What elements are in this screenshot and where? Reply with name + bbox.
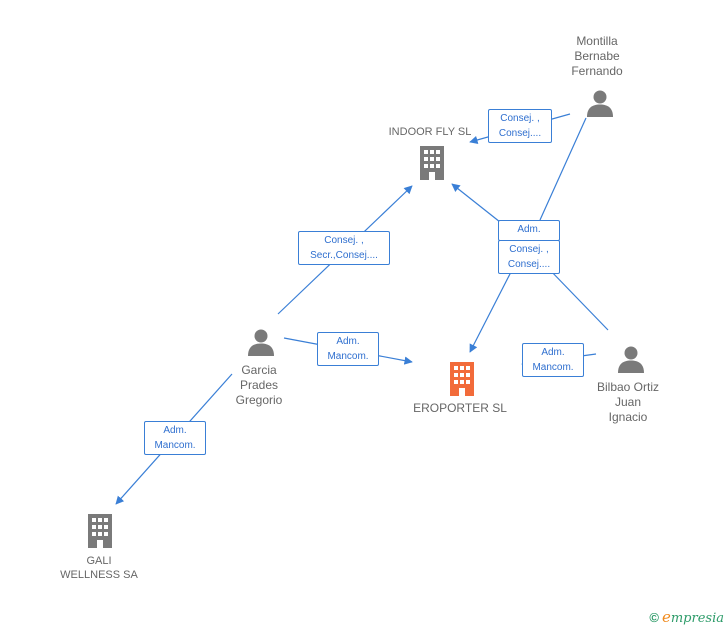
label-line: Consej.... xyxy=(507,259,551,270)
label-line: INDOOR FLY SL xyxy=(388,126,472,138)
label-line: WELLNESS SA xyxy=(60,569,138,581)
label-line: Secr.,Consej.... xyxy=(310,250,378,261)
building-icon-gali[interactable] xyxy=(86,514,114,548)
label-line: Mancom. xyxy=(154,440,196,451)
label-line: Adm. xyxy=(336,336,360,347)
edge-label-garcia-eroporter[interactable]: Adm. Mancom. xyxy=(317,332,379,366)
edge-label-garcia-gali[interactable]: Adm. Mancom. xyxy=(144,421,206,455)
edge-label-bilbao-eroporter[interactable]: Adm. Mancom. xyxy=(522,343,584,377)
copyright-symbol: © xyxy=(649,610,659,625)
label-line: Bernabe xyxy=(574,49,620,63)
edge-bilbao-indoor-upper xyxy=(451,183,501,223)
label-line: GALI xyxy=(86,555,112,567)
empresia-watermark: ©empresia xyxy=(649,608,724,626)
label-line: Fernando xyxy=(571,64,623,78)
label-line: Consej.... xyxy=(498,128,542,139)
edge-label-montilla-indoor[interactable]: Consej. , Consej.... xyxy=(488,109,552,143)
label-line: Consej. , xyxy=(509,244,549,255)
brand-name: mpresia xyxy=(670,611,724,626)
edge-label-garcia-indoor[interactable]: Consej. , Secr.,Consej.... xyxy=(298,231,390,265)
label-line: Juan xyxy=(614,395,642,409)
label-line: Mancom. xyxy=(532,362,574,373)
label-line: Garcia xyxy=(241,363,277,377)
brand-initial: e xyxy=(661,608,671,626)
label-line: Gregorio xyxy=(235,393,283,407)
person-icon-montilla[interactable] xyxy=(585,88,615,118)
label-line: Mancom. xyxy=(327,351,369,362)
label-line: Montilla xyxy=(576,34,618,48)
label-line: Consej. , xyxy=(324,235,364,246)
label-line: Adm. xyxy=(541,347,565,358)
building-icon-eroporter[interactable] xyxy=(448,362,476,396)
node-label-gali[interactable]: GALI WELLNESS SA xyxy=(49,554,149,582)
building-icon-indoor[interactable] xyxy=(418,146,446,180)
node-label-eroporter[interactable]: EROPORTER SL xyxy=(400,401,520,416)
label-line: Prades xyxy=(239,378,279,392)
edge-montilla-eroporter xyxy=(539,117,587,221)
label-line: Adm. xyxy=(163,425,187,436)
edge-bilbao-indoor xyxy=(547,267,609,331)
label-line: Bilbao Ortiz xyxy=(596,380,660,394)
person-icon-bilbao[interactable] xyxy=(616,344,646,374)
edge-label-montilla-eroporter[interactable]: Consej. , Consej.... xyxy=(498,240,560,274)
label-line: Ignacio xyxy=(608,410,648,424)
label-line: EROPORTER SL xyxy=(413,401,507,415)
person-icon-garcia[interactable] xyxy=(246,327,276,357)
node-label-indoor[interactable]: INDOOR FLY SL xyxy=(370,125,490,140)
edge-label-montilla-adm[interactable]: Adm. xyxy=(498,220,560,241)
edge-montilla-eroporter-lower xyxy=(469,269,513,353)
label-line: Adm. xyxy=(517,224,541,235)
label-line: Consej. , xyxy=(500,113,540,124)
